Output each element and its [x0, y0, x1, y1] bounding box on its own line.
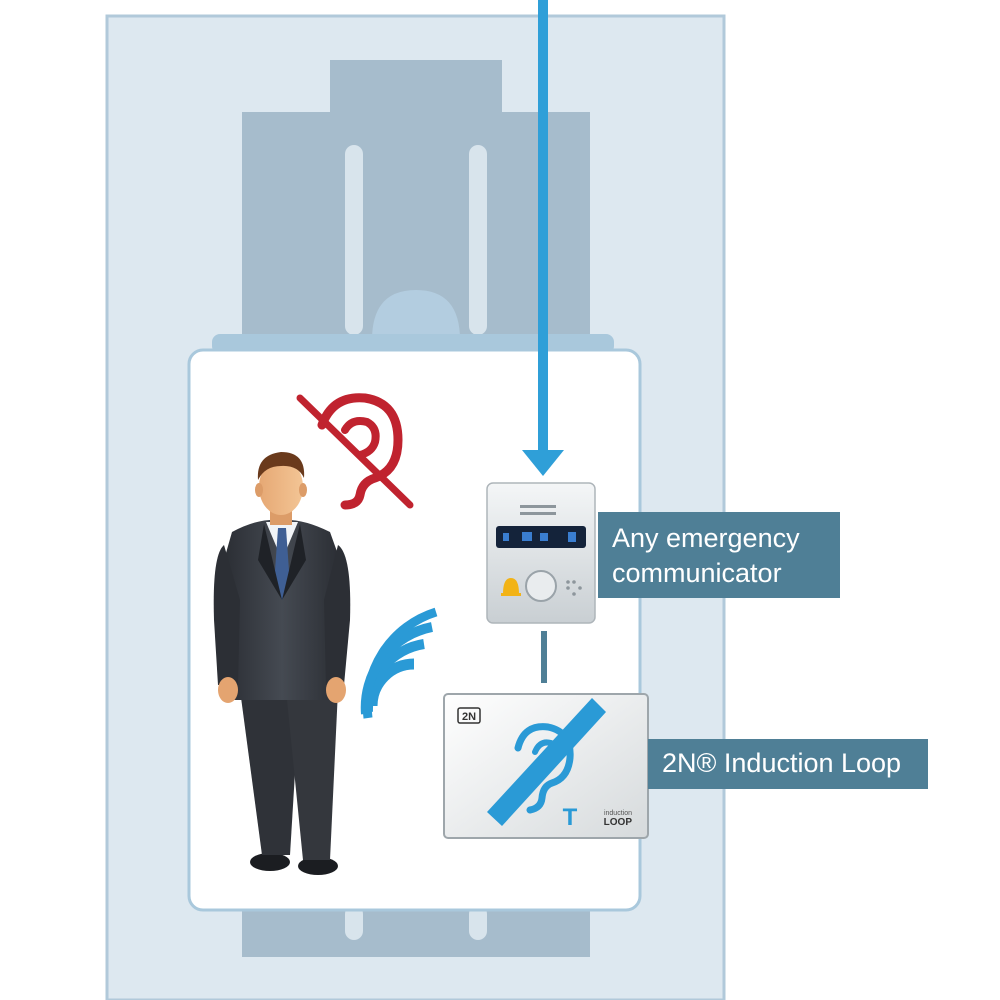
brand-logo [457, 707, 481, 724]
emergency-communicator-device [486, 482, 596, 624]
elevator-bottom-machinery [242, 905, 590, 957]
label-communicator-line-1: Any emergency [612, 523, 800, 553]
brand-logo-text: 2N [462, 711, 476, 723]
loop-subtitle-small: induction [604, 810, 632, 817]
induction-loop-device: 2N T induction LOOP [443, 693, 649, 839]
hearing-impaired-icon [296, 393, 414, 510]
braille-dots-icon [566, 580, 582, 596]
label-induction-loop: 2N® Induction Loop [648, 739, 928, 789]
label-communicator-line-2: communicator [612, 558, 782, 588]
induction-signal-icon [360, 607, 438, 719]
label-induction-loop-text: 2N® Induction Loop [662, 748, 902, 778]
device-connector-line [541, 631, 547, 683]
label-emergency-communicator: Any emergency communicator [598, 512, 840, 598]
signal-cable-arrow [522, 0, 564, 476]
call-button-icon [525, 570, 557, 602]
person-figure [213, 452, 351, 875]
loop-subtitle-big: LOOP [604, 817, 633, 828]
hearing-loop-icon: T [487, 698, 606, 831]
t-letter: T [563, 804, 578, 831]
bell-icon [501, 578, 521, 596]
